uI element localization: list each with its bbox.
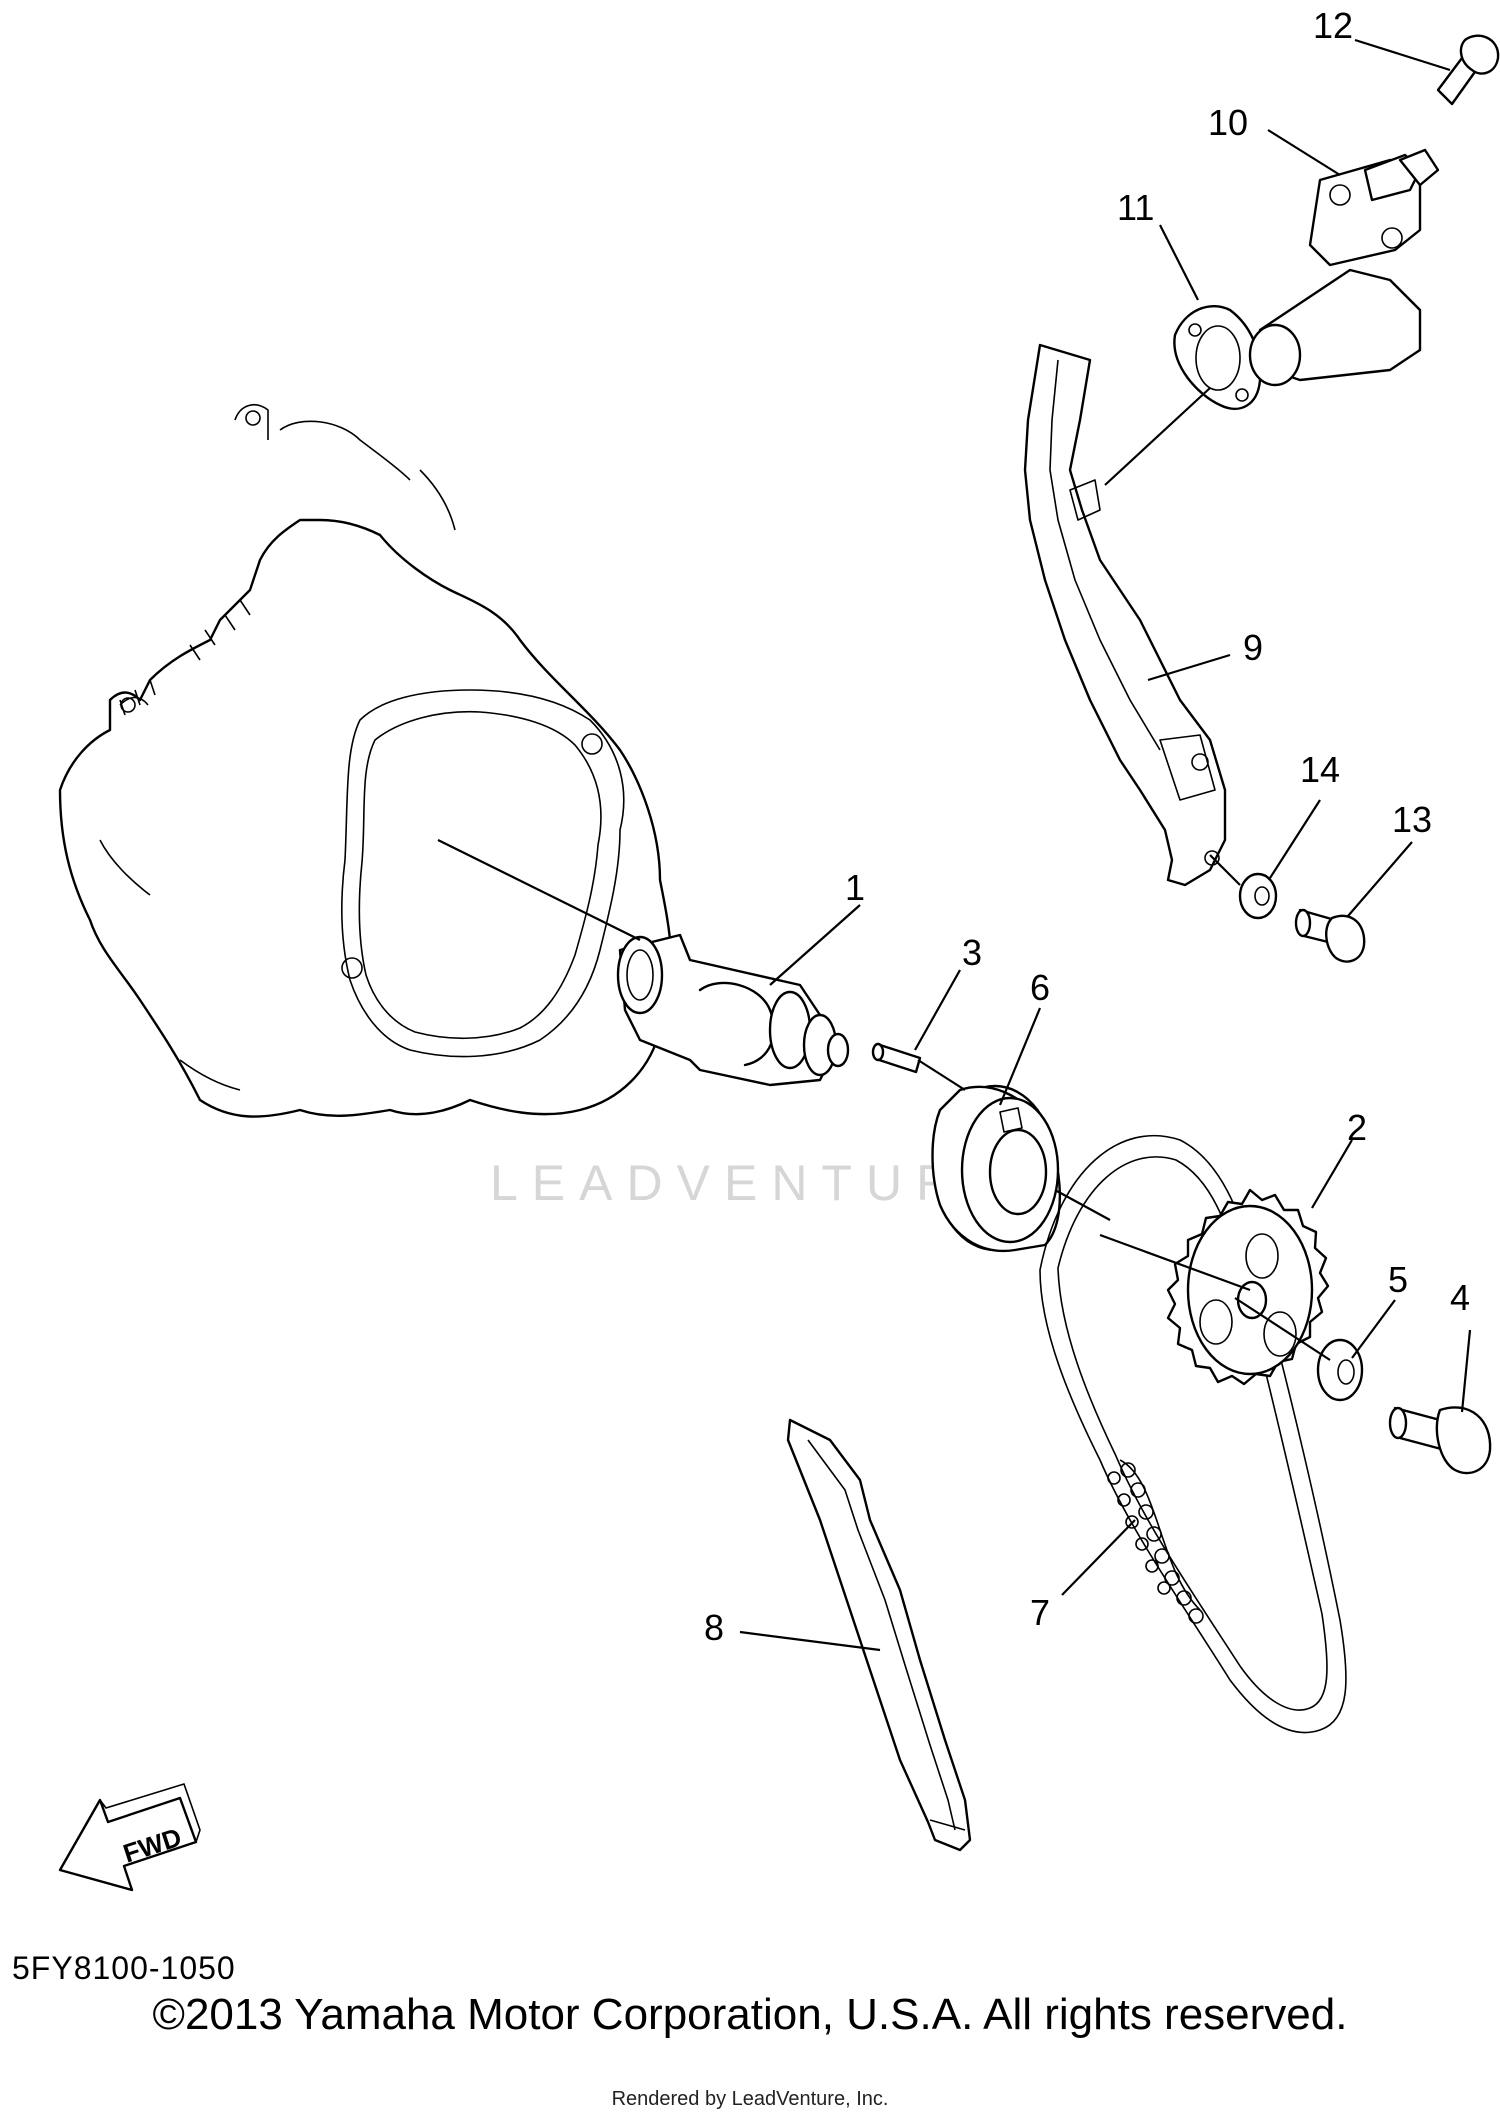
chain-guide-lower <box>786 1418 972 1852</box>
leader-lines <box>437 38 1472 1652</box>
callout-11: 11 <box>1117 187 1154 228</box>
cam-chain <box>1107 1459 1204 1624</box>
callout-8: 8 <box>704 1607 724 1648</box>
callout-7: 7 <box>1030 1592 1050 1633</box>
tensioner-gasket <box>1173 305 1262 410</box>
callout-5: 5 <box>1388 1259 1408 1300</box>
rendered-by-credit: Rendered by LeadVenture, Inc. <box>611 2088 889 2110</box>
copyright-notice: ©2013 Yamaha Motor Corporation, U.S.A. A… <box>152 1990 1348 2039</box>
callout-14: 14 <box>1300 749 1340 790</box>
bolt-sprocket <box>1388 1406 1492 1475</box>
camshaft <box>616 933 850 1087</box>
fwd-arrow-icon: FWD <box>58 1783 201 1892</box>
cam-sprocket <box>1166 1188 1330 1386</box>
bolt-tensioner <box>1436 34 1500 106</box>
spacer-collar <box>931 1084 1062 1253</box>
bolt-guide <box>1294 908 1366 963</box>
callout-4: 4 <box>1450 1277 1470 1318</box>
chain-guide-upper <box>1023 343 1227 887</box>
callout-12: 12 <box>1313 5 1353 46</box>
cylinder-head-housing <box>58 404 673 1118</box>
callout-3: 3 <box>962 932 982 973</box>
callout-9: 9 <box>1243 627 1263 668</box>
washer-guide <box>1238 872 1278 920</box>
callout-13: 13 <box>1392 799 1432 840</box>
dowel-pin <box>871 1042 922 1074</box>
cam-chain-tensioner <box>1248 148 1440 387</box>
callout-10: 10 <box>1208 102 1248 143</box>
watermark-text: LEADVENTURE <box>490 1155 1014 1211</box>
callout-2: 2 <box>1347 1107 1367 1148</box>
callout-6: 6 <box>1030 967 1050 1008</box>
diagram-code: 5FY8100-1050 <box>12 1950 236 1986</box>
callout-1: 1 <box>845 867 865 908</box>
washer <box>1316 1338 1364 1402</box>
